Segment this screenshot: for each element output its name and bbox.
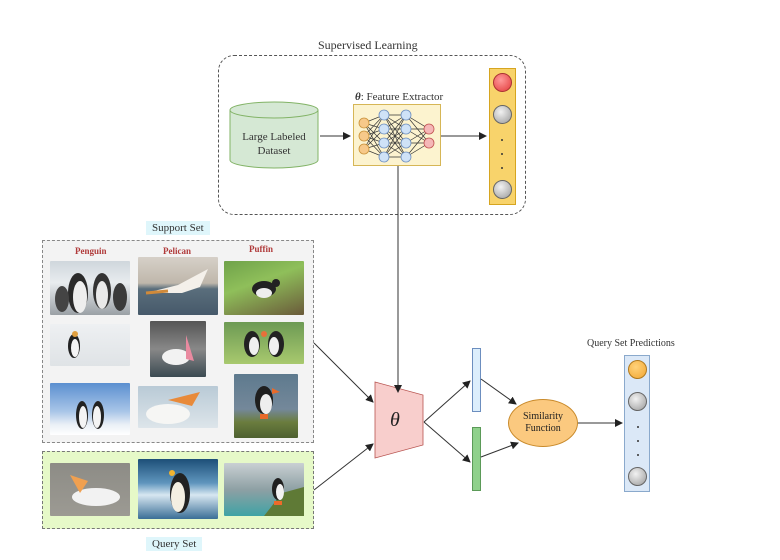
- supervised-learning-group: [218, 55, 526, 215]
- prediction-vector: [624, 355, 650, 492]
- image-penguin-pair: [50, 383, 130, 435]
- image-penguin-waves: [138, 459, 218, 519]
- image-puffin-rock: [234, 374, 298, 438]
- image-pelican-beak-open: [138, 386, 218, 428]
- similarity-label-line2: Function: [525, 423, 561, 434]
- output-node: [493, 105, 512, 124]
- feature-extractor-network: [353, 104, 441, 166]
- arrow-support-embedding-to-similarity: [480, 378, 517, 405]
- prediction-node: [628, 467, 647, 486]
- output-node-active: [493, 73, 512, 92]
- ellipsis-dot: [501, 139, 503, 141]
- dataset-label-line2: Dataset: [257, 145, 291, 157]
- query-set-predictions-title: Query Set Predictions: [587, 338, 675, 349]
- image-pelican-swimming: [150, 321, 206, 377]
- supervised-learning-title: Supervised Learning: [318, 38, 418, 52]
- ellipsis-dot: [501, 167, 503, 169]
- large-labeled-dataset: Large Labeled Dataset: [228, 100, 320, 170]
- image-puffin-cliff: [224, 463, 304, 516]
- arrow-theta-to-support-embedding: [423, 380, 471, 423]
- supervised-output-vector: [489, 68, 516, 205]
- arrow-support-to-theta: [313, 342, 374, 403]
- support-set-title: Support Set: [146, 221, 210, 235]
- database-icon: [229, 101, 319, 169]
- image-penguin-walking: [50, 324, 130, 366]
- support-set-group: Penguin Pelican Puffin: [42, 240, 314, 443]
- ellipsis-dot: [637, 426, 639, 428]
- prediction-node-active: [628, 360, 647, 379]
- output-node: [493, 180, 512, 199]
- query-set-title: Query Set: [146, 537, 203, 551]
- prediction-node: [628, 392, 647, 411]
- class-label-pelican: Pelican: [163, 246, 191, 256]
- feature-extractor-label: : Feature Extractor: [360, 91, 444, 103]
- image-puffin-pair: [224, 322, 304, 364]
- support-embedding-vector: [472, 348, 481, 412]
- query-set-group: [42, 451, 314, 529]
- theta-encoder-block: θ: [374, 381, 424, 459]
- neural-network-icon: [358, 109, 435, 163]
- similarity-function-node: Similarity Function: [508, 399, 578, 447]
- feature-extractor-title: θ: Feature Extractor: [355, 91, 443, 103]
- arrow-theta-to-query-embedding: [423, 421, 471, 463]
- class-label-penguin: Penguin: [75, 246, 107, 256]
- query-embedding-vector: [472, 427, 481, 491]
- theta-label: θ: [390, 409, 400, 431]
- ellipsis-dot: [637, 454, 639, 456]
- image-pelican-flying: [138, 257, 218, 315]
- arrow-query-embedding-to-similarity: [480, 441, 519, 458]
- ellipsis-dot: [501, 153, 503, 155]
- image-penguin-colony: [50, 261, 130, 315]
- image-puffin-grass: [224, 261, 304, 315]
- arrow-query-to-theta: [313, 443, 374, 491]
- theta-symbol: θ: [355, 91, 361, 103]
- ellipsis-dot: [637, 440, 639, 442]
- similarity-label-line1: Similarity: [523, 411, 563, 422]
- class-label-puffin: Puffin: [249, 244, 274, 254]
- image-pelican-water: [50, 463, 130, 516]
- dataset-label-line1: Large Labeled: [242, 131, 306, 143]
